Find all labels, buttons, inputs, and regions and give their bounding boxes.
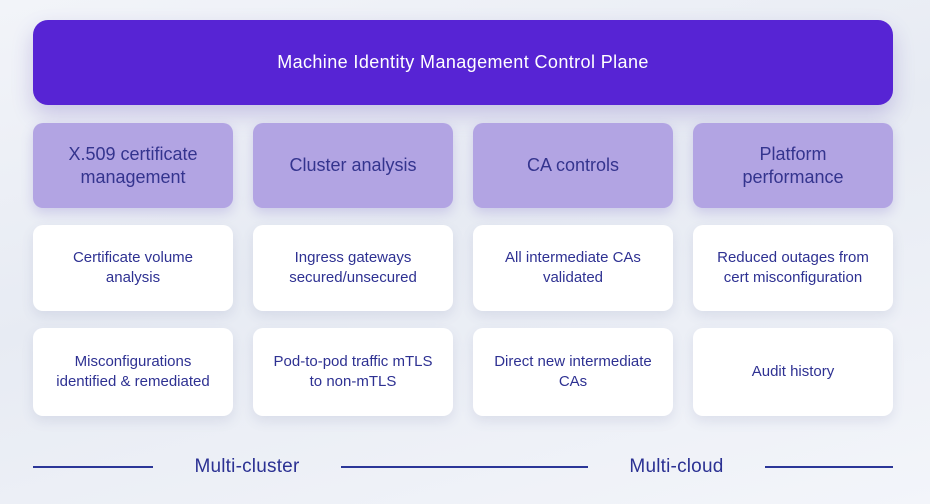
card-misconfigurations-identified-remediated: Misconfigurations identified & remediate…: [33, 328, 233, 416]
footer-divider-right: [764, 466, 893, 468]
column-header-platform-performance: Platform performance: [693, 123, 893, 208]
card-audit-history: Audit history: [693, 328, 893, 416]
footer-divider-middle: [340, 466, 588, 468]
column-header-ca-controls: CA controls: [473, 123, 673, 208]
card-certificate-volume-analysis: Certificate volume analysis: [33, 225, 233, 311]
scope-footer: Multi-cluster Multi-cloud: [33, 443, 893, 491]
control-plane-banner: Machine Identity Management Control Plan…: [33, 20, 893, 105]
card-ingress-gateways-secured-unsecured: Ingress gateways secured/unsecured: [253, 225, 453, 311]
footer-divider-left: [33, 466, 153, 468]
capability-grid: X.509 certificate management Cluster ana…: [33, 123, 893, 416]
card-direct-new-intermediate-cas: Direct new intermediate CAs: [473, 328, 673, 416]
card-all-intermediate-cas-validated: All intermediate CAs validated: [473, 225, 673, 311]
column-header-cluster-analysis: Cluster analysis: [253, 123, 453, 208]
footer-label-multi-cluster: Multi-cluster: [194, 456, 300, 477]
column-header-x509-certificate-management: X.509 certificate management: [33, 123, 233, 208]
card-pod-to-pod-traffic-mtls-to-non-mtls: Pod-to-pod traffic mTLS to non-mTLS: [253, 328, 453, 416]
footer-label-multi-cloud: Multi-cloud: [629, 456, 724, 477]
card-reduced-outages-from-cert-misconfiguration: Reduced outages from cert misconfigurati…: [693, 225, 893, 311]
banner-title: Machine Identity Management Control Plan…: [277, 52, 649, 72]
